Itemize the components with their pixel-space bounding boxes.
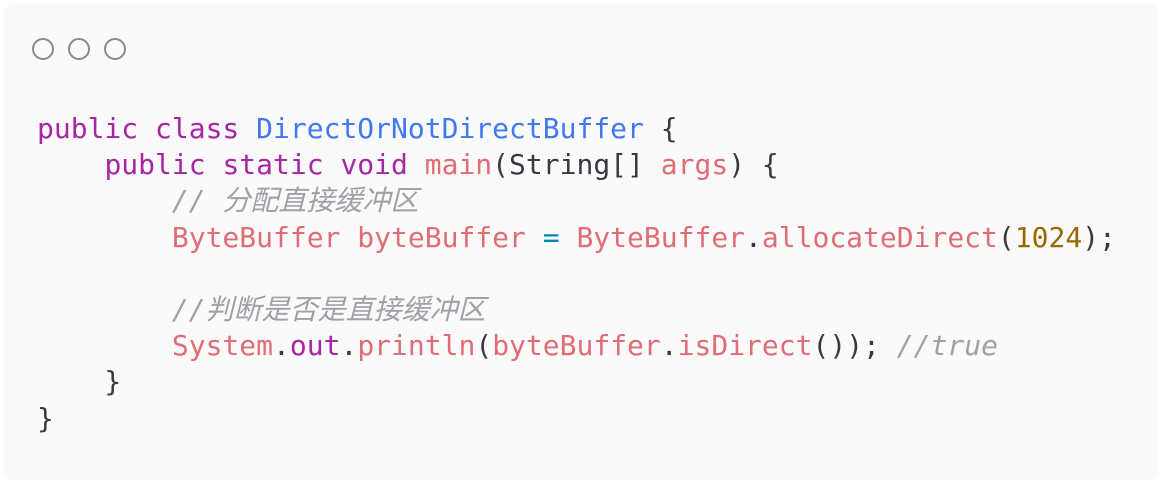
code-token: out (289, 329, 341, 363)
code-line: // 分配直接缓冲区 (37, 183, 1116, 219)
code-token: ()); (812, 329, 897, 363)
code-token: //true (896, 329, 998, 363)
code-token: { (643, 112, 678, 145)
code-token: //判断是否是直接缓冲区 (171, 292, 486, 326)
code-token: DirectOrNotDirectBuffer (256, 112, 644, 145)
code-token: // 分配直接缓冲区 (171, 184, 419, 218)
code-token: println (357, 329, 476, 363)
code-token: ByteBuffer (576, 220, 746, 254)
code-token (37, 329, 172, 362)
code-token (37, 148, 104, 181)
code-token: (String[] (492, 148, 661, 182)
code-token: ) { (728, 148, 779, 182)
code-token: byteBuffer (492, 329, 661, 363)
code-token: args (660, 148, 729, 182)
code-token: . (745, 220, 762, 254)
code-line: public static void main(String[] args) { (37, 147, 1116, 183)
window-dot-icon (68, 38, 90, 60)
code-block: public class DirectOrNotDirectBuffer { p… (37, 111, 1116, 437)
code-token (37, 184, 172, 217)
code-token (37, 293, 172, 326)
code-token: public static void (104, 148, 425, 182)
code-token: . (660, 329, 678, 363)
code-token: . (273, 329, 290, 363)
code-token: System (171, 329, 274, 363)
code-token: . (340, 329, 358, 363)
code-token (560, 221, 577, 254)
code-token: isDirect (677, 329, 813, 363)
code-token: ByteBuffer byteBuffer (171, 220, 543, 254)
code-token (37, 221, 172, 254)
code-token: } (37, 401, 54, 435)
code-line: System.out.println(byteBuffer.isDirect()… (37, 328, 1116, 364)
code-line (37, 256, 1116, 292)
window-controls (32, 38, 126, 60)
code-token: ( (475, 329, 493, 363)
code-line: //判断是否是直接缓冲区 (37, 292, 1116, 328)
code-token: = (542, 220, 560, 254)
code-token: main (424, 148, 493, 182)
code-line: } (37, 364, 1116, 400)
code-token: } (37, 365, 122, 399)
code-token: ( (997, 220, 1015, 254)
code-line: public class DirectOrNotDirectBuffer { (37, 111, 1116, 147)
window-dot-icon (104, 38, 126, 60)
window-dot-icon (32, 38, 54, 60)
code-line: } (37, 401, 1116, 437)
code-token: public class (37, 112, 257, 145)
code-token: ); (1082, 220, 1116, 254)
code-line: ByteBuffer byteBuffer = ByteBuffer.alloc… (37, 220, 1116, 256)
code-window: public class DirectOrNotDirectBuffer { p… (4, 4, 1158, 480)
code-token: allocateDirect (761, 220, 998, 254)
code-token: 1024 (1014, 220, 1083, 254)
